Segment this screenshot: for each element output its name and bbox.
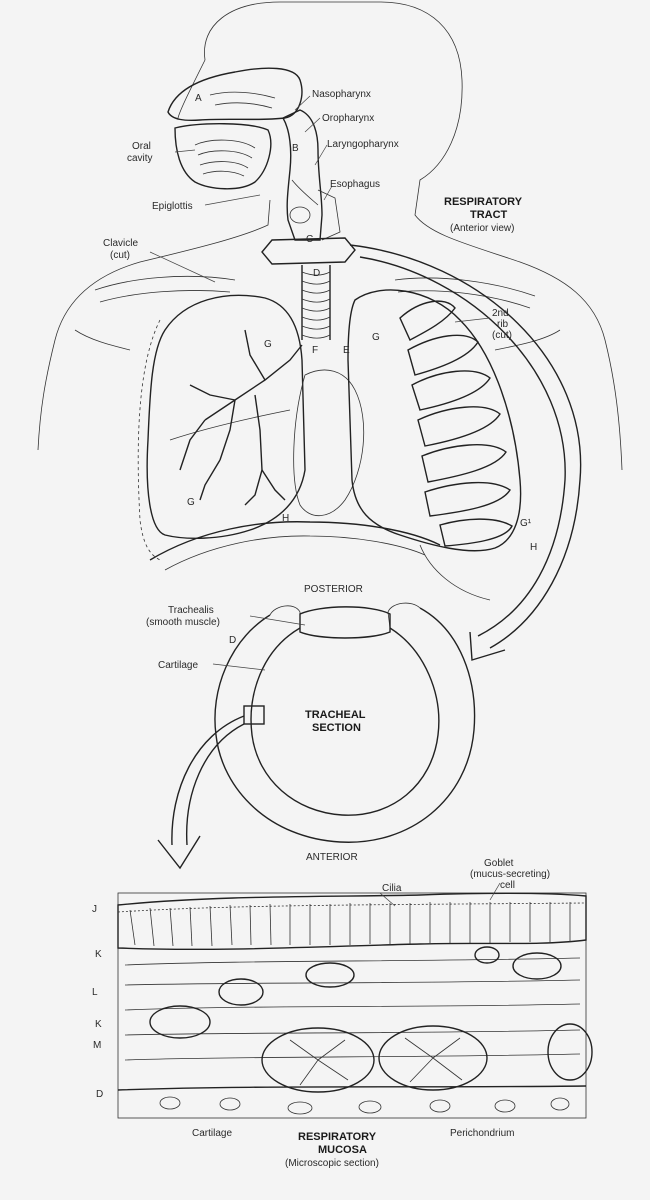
label-oropharynx: Oropharynx	[322, 113, 374, 124]
nasal-cavity	[167, 67, 303, 121]
letter-e: E	[343, 345, 350, 356]
subtitle-microscopic: (Microscopic section)	[285, 1158, 379, 1169]
label-mucus-secreting: (mucus-secreting)	[470, 869, 550, 880]
label-trachealis: Trachealis	[168, 605, 214, 616]
title-mucosa-respiratory: RESPIRATORY	[298, 1131, 377, 1143]
label-posterior: POSTERIOR	[304, 584, 363, 595]
letter-k-top: K	[95, 949, 102, 960]
label-anterior: ANTERIOR	[306, 852, 358, 863]
clavicle-cut	[261, 237, 356, 265]
letter-b: B	[292, 143, 299, 154]
left-pleura	[137, 319, 161, 561]
label-cartilage-mucosa: Cartilage	[192, 1128, 232, 1139]
title-tract: TRACT	[470, 209, 508, 221]
letter-h-right: H	[530, 542, 537, 553]
letter-g-right: G	[372, 332, 380, 343]
subtitle-anterior-view: (Anterior view)	[450, 223, 514, 234]
mucosa-section	[117, 892, 593, 1119]
letter-a: A	[195, 93, 202, 104]
letter-g1: G¹	[520, 518, 532, 529]
oral-cavity	[174, 123, 272, 190]
title-mucosa: MUCOSA	[318, 1144, 367, 1156]
trachea	[301, 265, 331, 340]
letter-m: M	[93, 1040, 101, 1051]
arrow-to-mucosa	[157, 715, 245, 870]
ribs	[399, 300, 513, 601]
letter-h-diaphragm: H	[282, 513, 289, 524]
label-2nd: 2nd	[492, 308, 509, 319]
letter-d-ring: D	[229, 635, 236, 646]
label-laryngopharynx: Laryngopharynx	[327, 139, 399, 150]
tracheal-section-text: POSTERIOR Trachealis (smooth muscle) Car…	[146, 584, 366, 863]
label-clavicle-cut: (cut)	[110, 250, 130, 261]
label-goblet: Goblet	[484, 858, 514, 869]
body-outline	[37, 1, 623, 471]
right-lung	[347, 289, 522, 552]
label-epiglottis: Epiglottis	[152, 201, 193, 212]
title-tracheal: TRACHEAL	[305, 709, 366, 721]
letter-k-bottom: K	[95, 1019, 102, 1030]
arrow-to-tracheal-section	[349, 244, 582, 661]
letter-c: C	[306, 234, 313, 245]
label-nasopharynx: Nasopharynx	[312, 89, 371, 100]
shoulder-bones	[94, 275, 536, 309]
letter-f: F	[312, 345, 318, 356]
label-cilia: Cilia	[382, 883, 402, 894]
letter-d-mucosa: D	[96, 1089, 103, 1100]
letter-labels: A B C D E F G G G G¹ H H D J K L K M D	[92, 93, 537, 1100]
label-rib-cut: (cut)	[492, 330, 512, 341]
letter-d: D	[313, 268, 320, 279]
letter-g-left: G	[187, 497, 195, 508]
letter-g-bronchus: G	[264, 339, 272, 350]
heart	[293, 369, 365, 517]
label-clavicle: Clavicle	[103, 238, 138, 249]
label-cartilage-ring: Cartilage	[158, 660, 198, 671]
title-section: SECTION	[312, 722, 361, 734]
letter-l: L	[92, 987, 98, 998]
tracheal-ring	[214, 602, 476, 843]
diaphragm	[149, 521, 441, 571]
letter-j: J	[92, 904, 97, 915]
tract-text: Nasopharynx Oropharynx Laryngopharynx Es…	[103, 89, 523, 341]
mucosa-text: Cilia Goblet (mucus-secreting) cell Cart…	[192, 858, 550, 1169]
leader-lines	[149, 95, 501, 907]
title-respiratory: RESPIRATORY	[444, 196, 523, 208]
left-lung	[146, 294, 306, 539]
label-smooth-muscle: (smooth muscle)	[146, 617, 220, 628]
label-cavity: cavity	[127, 153, 153, 164]
label-cell: cell	[500, 880, 515, 891]
label-oral: Oral	[132, 141, 151, 152]
pharynx	[282, 109, 341, 241]
label-esophagus: Esophagus	[330, 179, 380, 190]
label-rib: rib	[497, 319, 509, 330]
label-perichondrium: Perichondrium	[450, 1128, 514, 1139]
